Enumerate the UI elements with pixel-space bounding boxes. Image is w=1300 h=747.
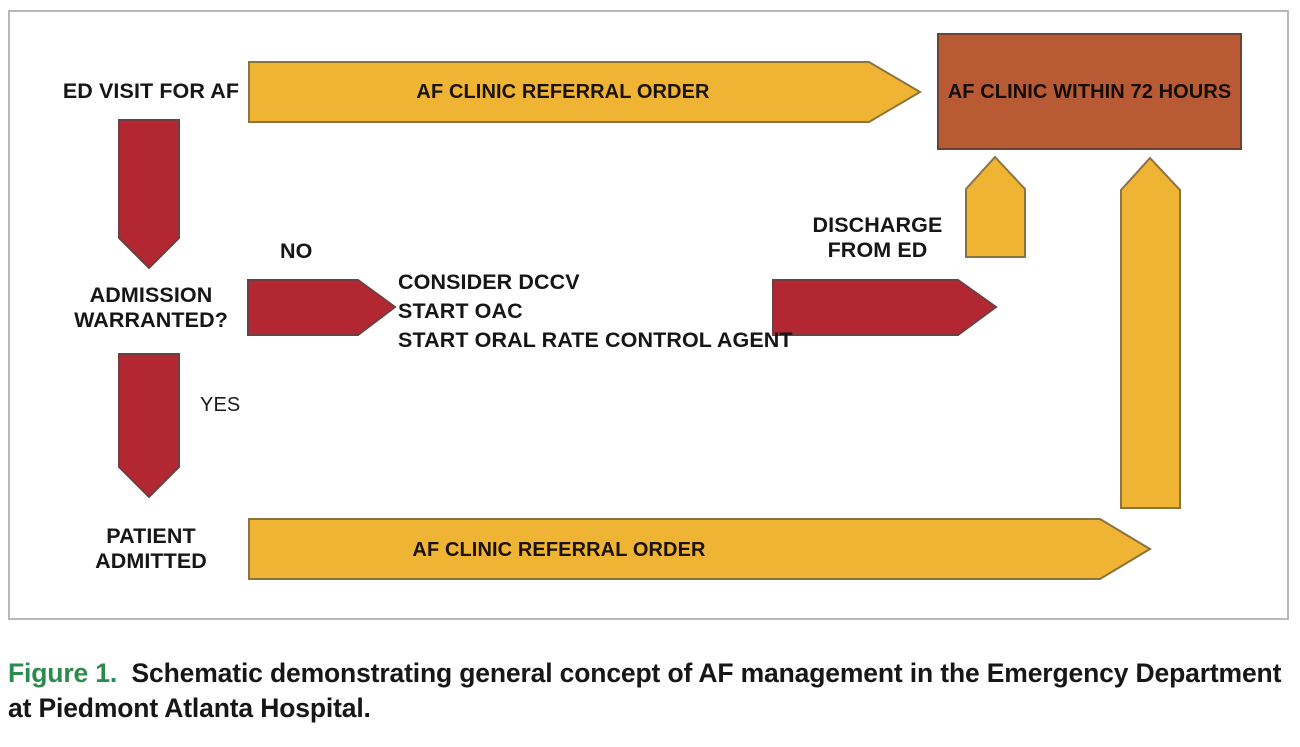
clinic-within-72-hours-box: [937, 33, 1242, 150]
discharge-from-ed-arrow: [772, 279, 998, 336]
yes-branch-label: YES: [200, 394, 241, 416]
patient-admitted-label: PATIENT ADMITTED: [95, 524, 207, 574]
no-branch-label: NO: [280, 239, 313, 263]
bottom-referral-arrow: [248, 518, 1152, 580]
no-branch-arrow: [247, 279, 397, 336]
discharge-up-arrow: [965, 155, 1026, 258]
top-referral-arrow: [248, 61, 922, 123]
flowchart-diagram: [118, 33, 1242, 580]
top-referral-arrow-label: AF CLINIC REFERRAL ORDER: [416, 81, 710, 103]
ed-visit-for-af-label: ED VISIT FOR AF: [62, 79, 240, 103]
admission-warranted-label: ADMISSION WARRANTED?: [74, 283, 228, 333]
ed-to-admission-arrow: [118, 119, 180, 270]
figure-caption-text: Schematic demonstrating general concept …: [8, 658, 1282, 723]
figure-caption: Figure 1.Schematic demonstrating general…: [8, 656, 1293, 726]
discharge-from-ed-label: DISCHARGE FROM ED: [812, 213, 943, 263]
admission-to-patient-arrow: [118, 353, 180, 499]
consider-dccv-label: CONSIDER DCCV START OAC START ORAL RATE …: [398, 270, 793, 353]
clinic-within-72-hours-label: AF CLINIC WITHIN 72 HOURS: [947, 81, 1232, 103]
figure-number: Figure 1.: [8, 658, 118, 688]
bottom-referral-arrow-label: AF CLINIC REFERRAL ORDER: [412, 539, 706, 561]
admitted-up-arrow: [1120, 156, 1181, 509]
